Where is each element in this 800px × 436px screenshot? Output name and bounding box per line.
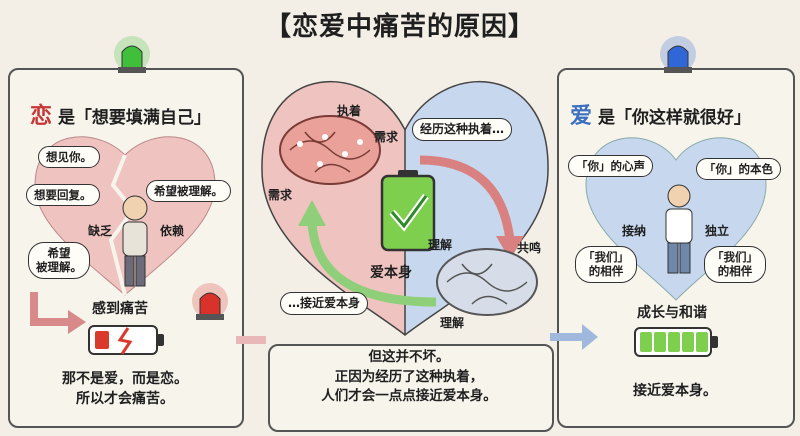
right-label-understanding-2: 理解: [440, 316, 465, 330]
right-bottom-line1: 接近爱本身。: [633, 383, 717, 399]
brain-label-need-2: 需求: [268, 188, 293, 202]
siren-blue-icon: [660, 36, 696, 73]
left-bubble-3: 希望被理解。: [146, 180, 231, 203]
sad-person-icon: [122, 195, 148, 287]
right-heading-char: 爱: [570, 104, 593, 129]
left-bottom-text: 那不是爱，而是恋。 所以才会痛苦。: [20, 370, 230, 409]
left-bubble-4: 希望 被理解。: [28, 242, 90, 279]
center-to-right-arrow: [550, 324, 598, 350]
right-label-independence: 独立: [705, 224, 730, 238]
right-bubble-3: 「我们」 的相伴: [575, 246, 637, 283]
left-bottom-line2: 所以才会痛苦。: [76, 390, 174, 407]
brain-label-need-1: 需求: [374, 130, 399, 144]
left-bubble-1: 想见你。: [38, 146, 100, 169]
right-growth-label: 成长与和谐: [637, 305, 707, 321]
battery-label-love-itself: 爱本身: [370, 265, 412, 281]
left-bubble-2: 想要回复。: [26, 184, 100, 207]
left-down-arrow: [30, 292, 86, 334]
left-bottom-line1: 那不是爱，而是恋。: [62, 371, 188, 387]
center-bottom-line1: 但这并不坏。: [368, 349, 450, 365]
curve-arrow-down: [419, 155, 524, 260]
center-bottom-line3: 人们才会一点点接近爱本身。: [321, 388, 497, 405]
brain-label-attachment: 执着: [337, 104, 362, 118]
left-label-lack: 缺乏: [88, 224, 113, 238]
brain-icon-top: [279, 115, 381, 185]
siren-green-icon: [114, 36, 150, 73]
right-bubble-1: 「你」的心声: [568, 155, 653, 178]
center-bubble-bottom: …接近爱本身: [280, 292, 369, 315]
right-bubble-2: 「你」的本色: [696, 158, 781, 181]
left-pain-label: 感到痛苦: [92, 301, 148, 317]
center-bottom-text: 但这并不坏。 正因为经历了这种执着， 人们才会一点点接近爱本身。: [268, 348, 550, 407]
left-to-center-arrow: [236, 336, 266, 344]
right-heading-rest: 是「你这样就很好」: [597, 108, 751, 128]
full-battery-icon: [634, 327, 718, 357]
siren-red-icon: [192, 283, 228, 320]
page-title: 【恋爱中痛苦的原因】: [264, 12, 535, 42]
left-label-dependence: 依赖: [160, 224, 185, 238]
center-bottom-panel: [268, 344, 554, 432]
curve-arrow-up: [298, 200, 437, 307]
calm-person-icon: [665, 184, 693, 274]
low-battery-icon: [88, 325, 164, 355]
right-label-acceptance: 接纳: [622, 224, 647, 238]
right-label-resonance: 共鸣: [517, 241, 542, 255]
right-label-understanding-1: 理解: [428, 238, 453, 252]
right-bottom-text: 接近爱本身。: [570, 382, 780, 402]
center-bubble-top: 经历这种执着…: [412, 118, 513, 141]
full-battery-check-icon: [380, 170, 436, 252]
center-bottom-line2: 正因为经历了这种执着，: [334, 368, 484, 385]
left-heading-char: 恋: [30, 104, 53, 129]
right-heading: 爱 是「你这样就很好」: [570, 98, 751, 130]
brain-icon-bottom: [436, 248, 538, 316]
left-heading-rest: 是「想要填满自己」: [57, 108, 211, 128]
left-heading: 恋 是「想要填满自己」: [30, 98, 211, 130]
right-bubble-4: 「我们」 的相伴: [704, 246, 766, 283]
